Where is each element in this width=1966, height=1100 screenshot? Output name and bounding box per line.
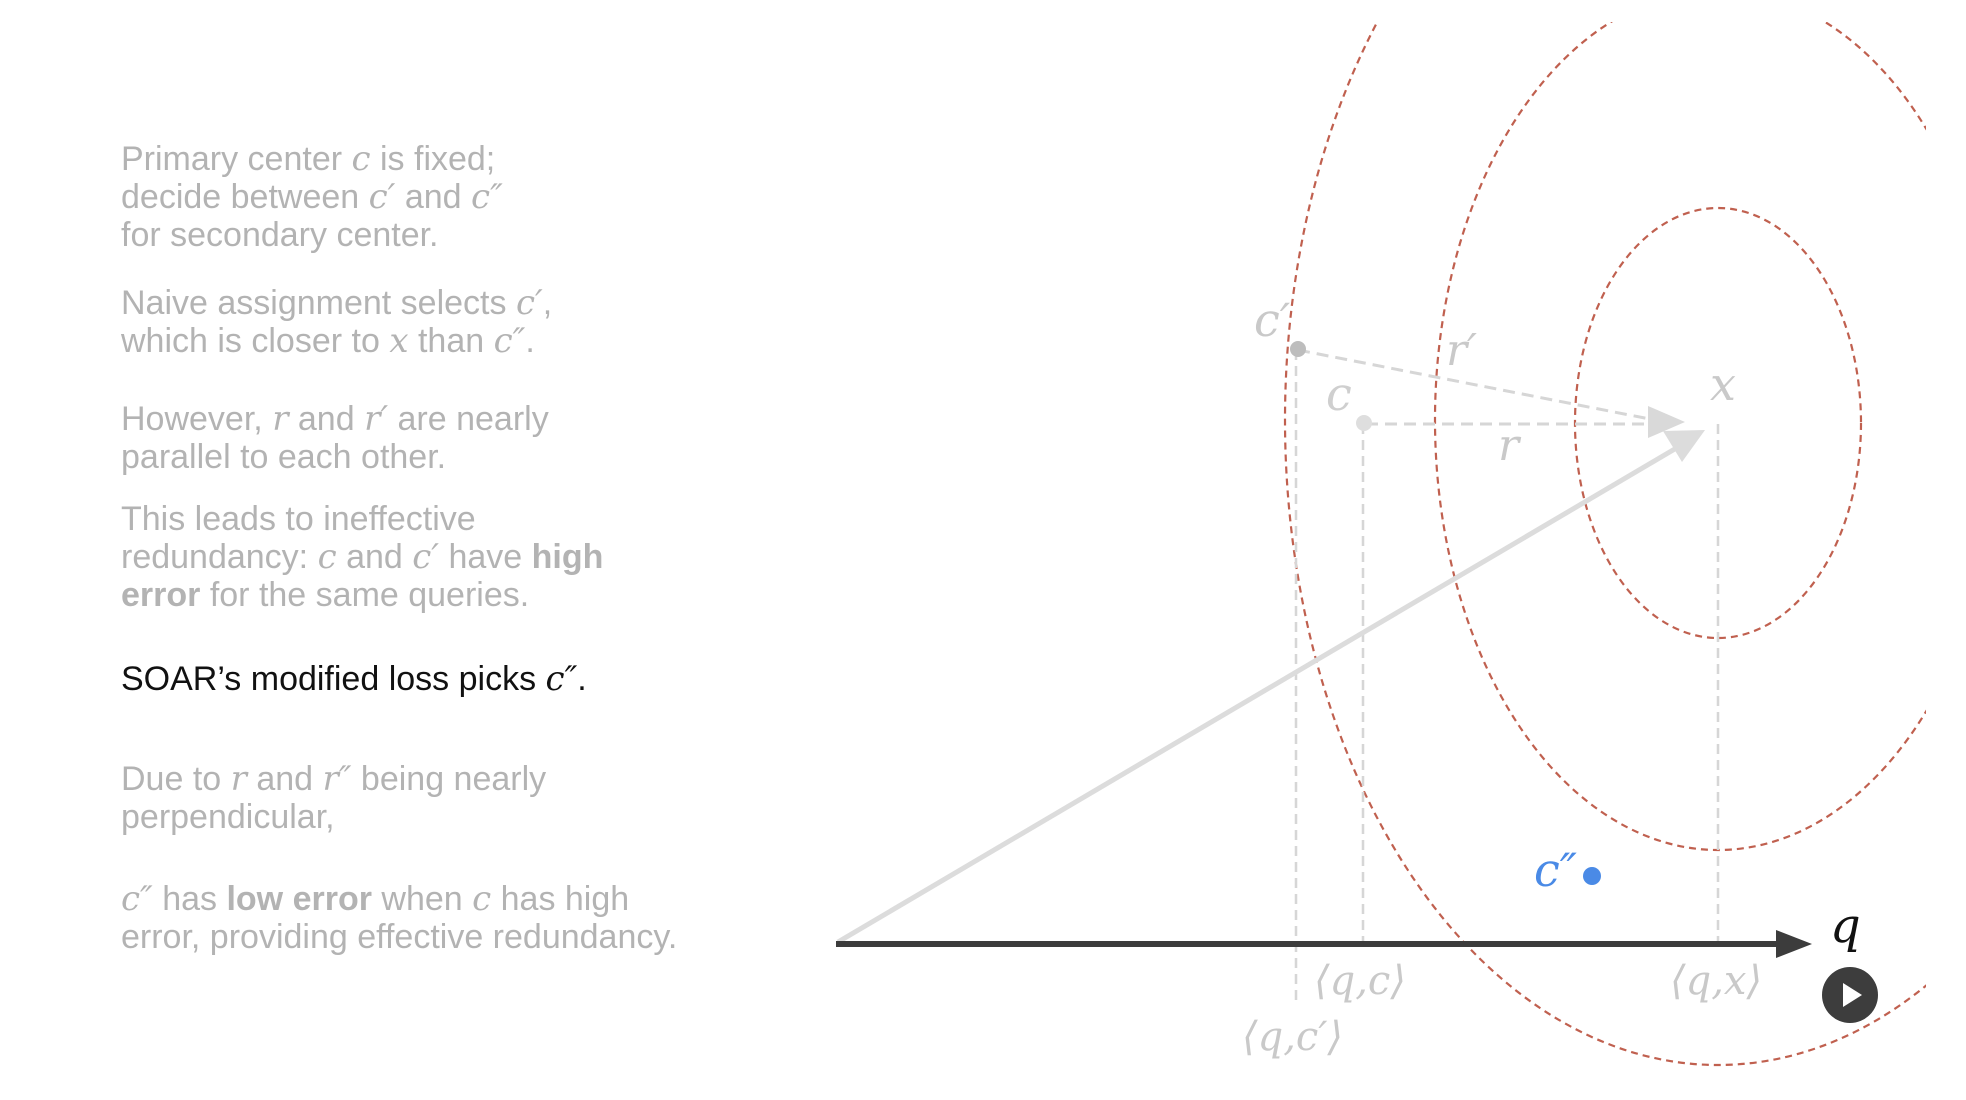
text-ineffective-redundancy: This leads to ineffective redundancy: c … — [121, 500, 603, 614]
point-c-prime — [1290, 341, 1306, 357]
text-fragment: than — [408, 322, 494, 360]
math-symbol: r′ — [364, 399, 389, 439]
text-naive-assignment: Naive assignment selects c′, which is cl… — [121, 284, 552, 360]
text-fragment: and — [395, 178, 472, 216]
text-fragment: . — [525, 322, 535, 360]
text-fragment: . — [577, 660, 587, 698]
text-fragment: error, providing effective redundancy. — [121, 918, 678, 956]
point-c — [1356, 415, 1372, 431]
text-fragment: Naive assignment selects — [121, 284, 516, 322]
text-parallel: However, r and r′ are nearly parallel to… — [121, 400, 549, 476]
math-symbol: c — [472, 879, 492, 919]
label-qc: ⟨q,c⟩ — [1314, 958, 1406, 1004]
label-q: q — [1830, 898, 1861, 954]
play-icon — [1843, 983, 1862, 1007]
vector-x — [836, 437, 1692, 945]
text-fragment: for secondary center. — [121, 216, 439, 254]
text-fragment: and — [288, 400, 365, 438]
math-symbol: c′ — [412, 537, 440, 577]
math-symbol: x — [389, 321, 409, 361]
math-symbol: c″ — [121, 879, 153, 919]
text-fragment: is fixed; — [370, 140, 496, 178]
text-emphasis: low error — [226, 880, 372, 918]
query-axis-arrowhead — [1776, 930, 1812, 958]
text-fragment: redundancy: — [121, 538, 318, 576]
label-c-double-prime: c″ — [1534, 843, 1577, 897]
label-qx: ⟨q,x⟩ — [1670, 958, 1762, 1004]
text-emphasis: high — [531, 538, 604, 576]
text-fragment: perpendicular, — [121, 798, 335, 836]
math-symbol: c′ — [368, 177, 396, 217]
text-primary-center: Primary center c is fixed; decide betwee… — [121, 140, 503, 254]
text-effective-redundancy: c″ has low error when c has high error, … — [121, 880, 677, 956]
math-symbol: r — [230, 759, 247, 799]
label-qc-prime: ⟨q,c′⟩ — [1242, 1014, 1343, 1060]
text-fragment: and — [336, 538, 413, 576]
text-fragment: which is closer to — [121, 322, 390, 360]
label-r-prime: r′ — [1446, 325, 1477, 376]
math-symbol: r″ — [322, 759, 352, 799]
vector-x-arrowhead — [1663, 430, 1705, 462]
text-fragment: has — [152, 880, 227, 918]
label-c-prime: c′ — [1254, 293, 1291, 347]
contour-outer — [1284, 22, 1926, 1066]
math-symbol: c″ — [471, 177, 503, 217]
loss-contours — [1284, 22, 1926, 1066]
text-fragment: SOAR’s modified loss picks — [121, 660, 546, 698]
text-fragment: However, — [121, 400, 273, 438]
text-fragment: Primary center — [121, 140, 352, 178]
point-c-double-prime — [1583, 867, 1601, 885]
text-fragment: Due to — [121, 760, 231, 798]
text-fragment: are nearly — [388, 400, 549, 438]
text-fragment: for the same queries. — [200, 576, 530, 614]
math-symbol: c″ — [545, 659, 578, 699]
residual-arrowhead — [1648, 406, 1685, 438]
text-fragment: and — [246, 760, 323, 798]
text-fragment: being nearly — [351, 760, 547, 798]
math-symbol: c′ — [515, 283, 543, 323]
math-symbol: r — [272, 399, 289, 439]
label-c: c — [1326, 367, 1352, 421]
text-perpendicular: Due to r and r″ being nearly perpendicul… — [121, 760, 546, 836]
text-fragment: has high — [491, 880, 630, 918]
residual-r-prime — [1297, 348, 1666, 424]
text-fragment: decide between — [121, 178, 369, 216]
math-symbol: c — [317, 537, 337, 577]
text-emphasis: error — [121, 576, 201, 614]
label-r: r — [1498, 420, 1522, 471]
text-soar-picks: SOAR’s modified loss picks c″. — [121, 660, 587, 698]
math-symbol: c — [351, 139, 371, 179]
play-button[interactable] — [1822, 967, 1878, 1023]
text-fragment: This leads to ineffective — [121, 500, 476, 538]
math-symbol: c″ — [493, 321, 526, 361]
label-x: x — [1710, 357, 1736, 411]
text-fragment: , — [542, 284, 553, 322]
text-fragment: have — [439, 538, 532, 576]
text-fragment: parallel to each other. — [121, 438, 447, 476]
text-fragment: when — [371, 880, 473, 918]
